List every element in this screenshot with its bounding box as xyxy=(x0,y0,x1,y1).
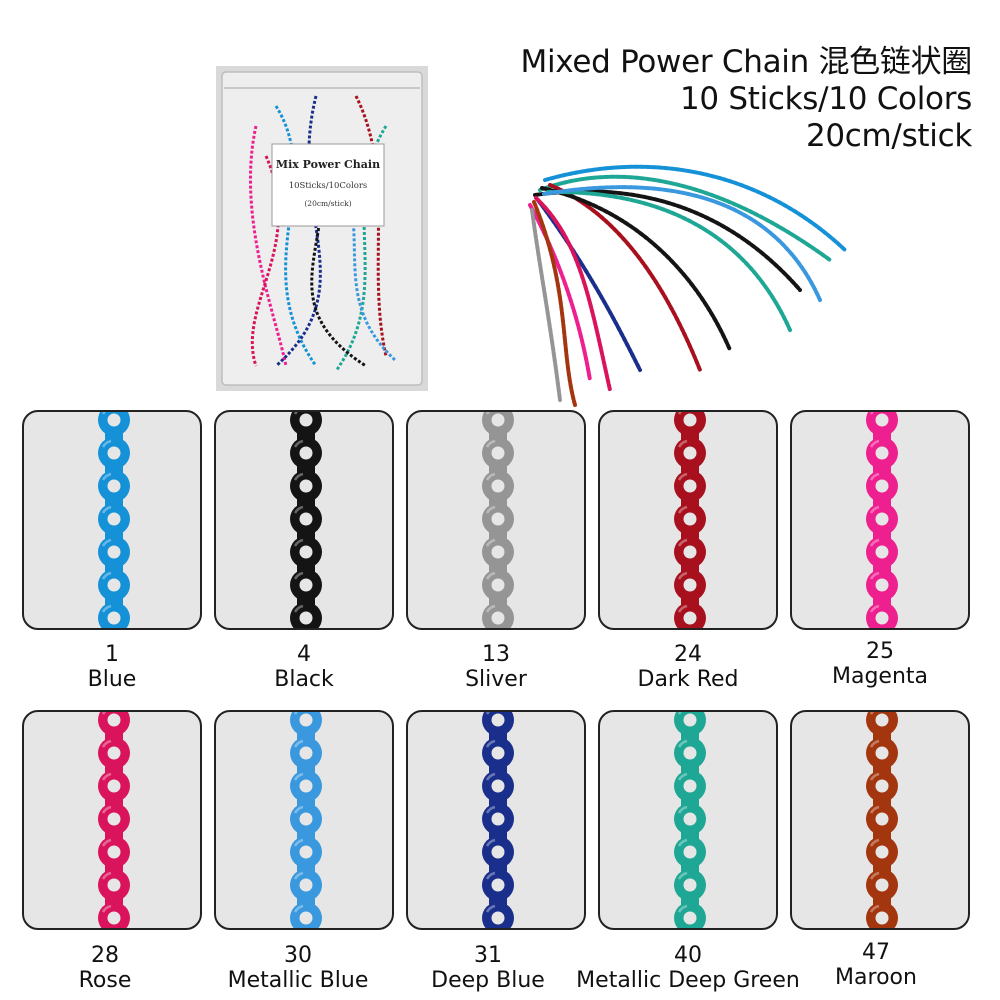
swatch-number: 4 xyxy=(297,642,311,667)
swatch-card-blue xyxy=(22,410,202,630)
power-chain xyxy=(482,412,514,628)
swatch-card-sliver xyxy=(406,410,586,630)
swatch-name: Metallic Blue xyxy=(227,968,369,993)
power-chain xyxy=(866,412,898,628)
swatch-caption-sliver: 13 Sliver xyxy=(396,642,596,692)
swatch-card-black xyxy=(214,410,394,630)
power-chain xyxy=(866,712,898,928)
swatch-caption-deep-blue: 31 Deep Blue xyxy=(388,943,588,993)
swatch-caption-metallic-blue: 30 Metallic Blue xyxy=(198,943,398,993)
power-chain xyxy=(290,712,322,928)
swatch-number: 25 xyxy=(866,639,894,664)
swatch-caption-rose: 28 Rose xyxy=(5,943,205,993)
package-label-title: Mix Power Chain xyxy=(276,158,380,171)
power-chain xyxy=(482,712,514,928)
swatch-name: Sliver xyxy=(465,667,527,692)
swatch-caption-black: 4 Black xyxy=(204,642,404,692)
loose-chains-photo xyxy=(528,164,847,407)
power-chain xyxy=(98,712,130,928)
swatch-name: Rose xyxy=(78,968,132,993)
swatch-name: Blue xyxy=(87,667,137,692)
package-photo: Mix Power Chain 10Sticks/10Colors (20cm/… xyxy=(216,66,428,391)
swatch-caption-maroon: 47 Maroon xyxy=(776,940,976,990)
swatch-caption-blue: 1 Blue xyxy=(12,642,212,692)
swatch-card-metallic-blue xyxy=(214,710,394,930)
swatch-name: Magenta xyxy=(831,664,928,689)
product-title: Mixed Power Chain 混色链状圈 xyxy=(520,44,973,80)
product-length: 20cm/stick xyxy=(805,118,972,154)
swatch-caption-magenta: 25 Magenta xyxy=(780,639,980,689)
swatch-caption-metallic-deep-green: 40 Metallic Deep Green xyxy=(568,943,808,993)
power-chain xyxy=(98,412,130,628)
swatch-card-maroon xyxy=(790,710,970,930)
power-chain xyxy=(290,412,322,628)
swatch-number: 1 xyxy=(105,642,119,667)
swatch-number: 13 xyxy=(482,642,510,667)
swatch-number: 31 xyxy=(474,943,502,968)
swatch-number: 24 xyxy=(674,642,702,667)
swatch-card-dark-red xyxy=(598,410,778,630)
swatch-name: Dark Red xyxy=(637,667,739,692)
swatch-card-metallic-deep-green xyxy=(598,710,778,930)
swatch-name: Deep Blue xyxy=(431,968,545,993)
swatch-number: 47 xyxy=(862,940,890,965)
package-label-line1: 10Sticks/10Colors xyxy=(289,181,368,191)
swatch-card-deep-blue xyxy=(406,710,586,930)
swatch-name: Black xyxy=(274,667,334,692)
swatch-card-rose xyxy=(22,710,202,930)
swatch-caption-dark-red: 24 Dark Red xyxy=(588,642,788,692)
product-header: Mixed Power Chain 混色链状圈 10 Sticks/10 Col… xyxy=(520,44,973,155)
power-chain xyxy=(674,712,706,928)
swatch-name: Metallic Deep Green xyxy=(576,968,800,993)
swatch-name: Maroon xyxy=(835,965,917,990)
swatch-number: 30 xyxy=(284,943,312,968)
product-quantity: 10 Sticks/10 Colors xyxy=(679,81,972,117)
power-chain xyxy=(674,412,706,628)
swatch-number: 28 xyxy=(91,943,119,968)
swatch-card-magenta xyxy=(790,410,970,630)
swatch-number: 40 xyxy=(674,943,702,968)
package-label-line2: (20cm/stick) xyxy=(304,199,351,208)
